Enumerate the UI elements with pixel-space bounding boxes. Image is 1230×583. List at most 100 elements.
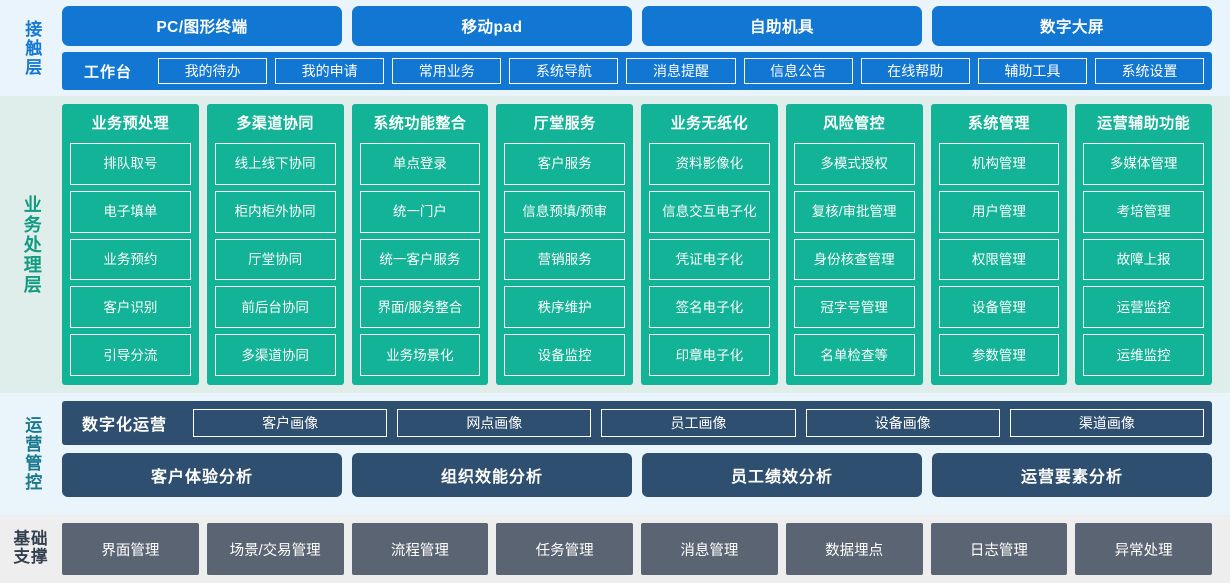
layer-contact-label: 接触层 xyxy=(22,19,42,77)
analysis-employee-performance[interactable]: 员工绩效分析 xyxy=(642,453,922,497)
business-column-paperless: 业务无纸化 资料影像化 信息交互电子化 凭证电子化 签名电子化 印章电子化 xyxy=(641,104,778,385)
analysis-customer-experience[interactable]: 客户体验分析 xyxy=(62,453,342,497)
business-column-multichannel: 多渠道协同 线上线下协同 柜内柜外协同 厅堂协同 前后台协同 多渠道协同 xyxy=(206,104,344,385)
business-item[interactable]: 统一客户服务 xyxy=(359,238,481,281)
business-item[interactable]: 营销服务 xyxy=(504,238,625,281)
business-item[interactable]: 参数管理 xyxy=(938,334,1060,376)
business-item[interactable]: 凭证电子化 xyxy=(649,238,770,281)
layer-base-support-label: 基础 支撑 xyxy=(0,523,62,575)
business-item[interactable]: 线上线下协同 xyxy=(214,143,336,185)
channel-chip-digital-screen[interactable]: 数字大屏 xyxy=(932,6,1212,46)
business-column-title: 风险管控 xyxy=(823,115,886,132)
digital-operations-title: 数字化运营 xyxy=(82,417,168,434)
business-item[interactable]: 故障上报 xyxy=(1083,238,1204,281)
workbench-item-my-application[interactable]: 我的申请 xyxy=(275,58,385,84)
business-item[interactable]: 客户识别 xyxy=(70,286,191,329)
base-item-exception-handling[interactable]: 异常处理 xyxy=(1075,523,1212,575)
channel-chip-self-service[interactable]: 自助机具 xyxy=(642,6,922,46)
analysis-organizational-efficiency[interactable]: 组织效能分析 xyxy=(352,453,632,497)
portrait-device[interactable]: 设备画像 xyxy=(805,409,1000,437)
channel-row: PC/图形终端 移动pad 自助机具 数字大屏 xyxy=(62,6,1212,46)
business-item[interactable]: 信息交互电子化 xyxy=(649,190,770,233)
business-column-risk-control: 风险管控 多模式授权 复核/审批管理 身份核查管理 冠字号管理 名单检查等 xyxy=(785,104,923,385)
business-item[interactable]: 客户服务 xyxy=(504,143,625,185)
business-column-system-management: 系统管理 机构管理 用户管理 权限管理 设备管理 参数管理 xyxy=(930,104,1068,385)
layer-operations-body: 数字化运营 客户画像 网点画像 员工画像 设备画像 渠道画像 客户体验分析 组织… xyxy=(62,401,1230,507)
business-item[interactable]: 资料影像化 xyxy=(649,143,770,185)
portrait-customer[interactable]: 客户画像 xyxy=(193,409,388,437)
base-item-data-tracking[interactable]: 数据埋点 xyxy=(785,523,923,575)
business-item[interactable]: 统一门户 xyxy=(359,190,481,233)
layer-base-support: 基础 支撑 界面管理 场景/交易管理 流程管理 任务管理 消息管理 数据埋点 日… xyxy=(0,515,1230,583)
business-item[interactable]: 印章电子化 xyxy=(649,334,770,376)
workbench-title: 工作台 xyxy=(84,63,133,81)
business-item[interactable]: 权限管理 xyxy=(938,238,1060,281)
layer-business-body: 业务预处理 排队取号 电子填单 业务预约 客户识别 引导分流 多渠道协同 线上线… xyxy=(62,104,1230,385)
business-item[interactable]: 签名电子化 xyxy=(649,286,770,329)
workbench-row: 工作台 我的待办 我的申请 常用业务 系统导航 消息提醒 信息公告 在线帮助 辅… xyxy=(62,52,1212,90)
workbench-item-system-navigation[interactable]: 系统导航 xyxy=(509,58,619,84)
channel-chip-mobile-pad[interactable]: 移动pad xyxy=(352,6,632,46)
business-item[interactable]: 信息预填/预审 xyxy=(504,190,625,233)
business-item[interactable]: 多渠道协同 xyxy=(214,334,336,376)
business-item[interactable]: 复核/审批管理 xyxy=(793,190,915,233)
business-item[interactable]: 业务场景化 xyxy=(359,334,481,376)
layer-business-label: 业务处理层 xyxy=(21,194,42,295)
business-item[interactable]: 多媒体管理 xyxy=(1083,143,1204,185)
business-item[interactable]: 排队取号 xyxy=(70,143,191,185)
portrait-channel[interactable]: 渠道画像 xyxy=(1009,409,1205,437)
base-item-message-management[interactable]: 消息管理 xyxy=(641,523,778,575)
business-item[interactable]: 柜内柜外协同 xyxy=(214,190,336,233)
business-column-title: 运营辅助功能 xyxy=(1097,115,1191,132)
business-column-lobby-service: 厅堂服务 客户服务 信息预填/预审 营销服务 秩序维护 设备监控 xyxy=(496,104,633,385)
workbench-item-my-todo[interactable]: 我的待办 xyxy=(158,58,268,84)
layer-contact-body: PC/图形终端 移动pad 自助机具 数字大屏 工作台 我的待办 我的申请 常用… xyxy=(62,6,1230,90)
portrait-branch[interactable]: 网点画像 xyxy=(397,409,592,437)
business-item[interactable]: 引导分流 xyxy=(70,334,191,376)
business-item[interactable]: 设备管理 xyxy=(938,286,1060,329)
business-item[interactable]: 厅堂协同 xyxy=(214,238,336,281)
business-item[interactable]: 界面/服务整合 xyxy=(359,286,481,329)
business-column-operation-support: 运营辅助功能 多媒体管理 考培管理 故障上报 运营监控 运维监控 xyxy=(1075,104,1212,385)
business-item[interactable]: 运营监控 xyxy=(1083,286,1204,329)
analysis-row: 客户体验分析 组织效能分析 员工绩效分析 运营要素分析 xyxy=(62,453,1212,497)
business-item[interactable]: 用户管理 xyxy=(938,190,1060,233)
workbench-item-information-bulletin[interactable]: 信息公告 xyxy=(743,58,853,84)
layer-base-support-body: 界面管理 场景/交易管理 流程管理 任务管理 消息管理 数据埋点 日志管理 异常… xyxy=(62,523,1230,575)
base-item-log-management[interactable]: 日志管理 xyxy=(930,523,1068,575)
workbench-item-common-business[interactable]: 常用业务 xyxy=(392,58,502,84)
business-item[interactable]: 单点登录 xyxy=(359,143,481,185)
base-item-scenario-transaction-management[interactable]: 场景/交易管理 xyxy=(206,523,344,575)
workbench-item-auxiliary-tools[interactable]: 辅助工具 xyxy=(977,58,1087,84)
business-item[interactable]: 身份核查管理 xyxy=(793,238,915,281)
business-item[interactable]: 机构管理 xyxy=(938,143,1060,185)
base-item-task-management[interactable]: 任务管理 xyxy=(496,523,633,575)
business-item[interactable]: 考培管理 xyxy=(1083,190,1204,233)
business-item[interactable]: 冠字号管理 xyxy=(793,286,915,329)
business-item[interactable]: 设备监控 xyxy=(504,334,625,376)
business-item[interactable]: 秩序维护 xyxy=(504,286,625,329)
workbench-item-online-help[interactable]: 在线帮助 xyxy=(860,58,970,84)
layer-operations: 运营管控 数字化运营 客户画像 网点画像 员工画像 设备画像 渠道画像 客户体验… xyxy=(0,393,1230,515)
business-item[interactable]: 名单检查等 xyxy=(793,334,915,376)
workbench-item-system-settings[interactable]: 系统设置 xyxy=(1094,58,1204,84)
business-column-title: 业务无纸化 xyxy=(670,115,749,132)
business-column-title: 多渠道协同 xyxy=(236,115,314,132)
portrait-employee[interactable]: 员工画像 xyxy=(601,409,796,437)
business-column-preprocessing: 业务预处理 排队取号 电子填单 业务预约 客户识别 引导分流 xyxy=(62,104,199,385)
business-item[interactable]: 多模式授权 xyxy=(793,143,915,185)
business-column-title: 系统功能整合 xyxy=(373,115,467,132)
analysis-operational-factors[interactable]: 运营要素分析 xyxy=(932,453,1212,497)
layer-base-support-label-line1: 基础 xyxy=(13,530,49,549)
business-item[interactable]: 运维监控 xyxy=(1083,334,1204,376)
workbench-item-message-reminder[interactable]: 消息提醒 xyxy=(626,58,736,84)
base-item-process-management[interactable]: 流程管理 xyxy=(351,523,489,575)
business-item[interactable]: 前后台协同 xyxy=(214,286,336,329)
layer-business: 业务处理层 业务预处理 排队取号 电子填单 业务预约 客户识别 引导分流 多渠道… xyxy=(0,96,1230,393)
business-column-title: 业务预处理 xyxy=(91,115,170,132)
business-item[interactable]: 业务预约 xyxy=(70,238,191,281)
business-item[interactable]: 电子填单 xyxy=(70,190,191,233)
base-item-interface-management[interactable]: 界面管理 xyxy=(62,523,199,575)
channel-chip-pc[interactable]: PC/图形终端 xyxy=(62,6,342,46)
